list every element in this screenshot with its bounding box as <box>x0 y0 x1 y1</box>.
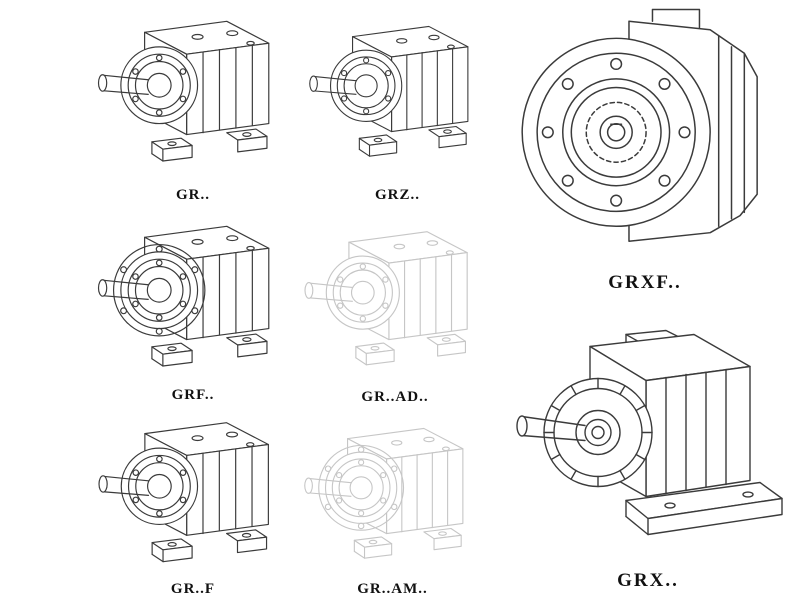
gearbox-drawing-grx <box>498 302 798 567</box>
figure-gr: GR.. <box>88 2 298 204</box>
gearbox-drawing-grf <box>88 212 298 384</box>
figure-grz: GRZ.. <box>300 2 495 204</box>
model-label-gr: GR.. <box>176 187 210 203</box>
figure-grx: GRX.. <box>498 302 798 592</box>
figure-grf: GRF.. <box>88 212 298 404</box>
figure-gram: GR..AM.. <box>295 412 490 598</box>
model-label-grff: GR..F <box>170 581 216 597</box>
gearbox-drawing-grff <box>88 410 298 578</box>
model-label-grz: GRZ.. <box>374 187 420 203</box>
model-label-grxf: GRXF.. <box>608 272 682 293</box>
figure-grxf: GRXF.. <box>500 2 790 294</box>
figure-grad: GR..AD.. <box>295 214 495 406</box>
model-label-grf: GRF.. <box>171 387 215 403</box>
model-label-grx: GRX.. <box>617 570 679 591</box>
gearbox-drawing-gram <box>295 412 490 578</box>
gearbox-drawing-gr <box>88 2 298 184</box>
model-label-grad: GR..AD.. <box>361 389 429 405</box>
gearbox-drawing-grz <box>300 2 495 184</box>
gearbox-drawing-grxf <box>500 2 790 269</box>
gearbox-drawing-grad <box>295 214 495 386</box>
figure-grff: GR..F <box>88 410 298 598</box>
model-label-gram: GR..AM.. <box>357 581 428 597</box>
